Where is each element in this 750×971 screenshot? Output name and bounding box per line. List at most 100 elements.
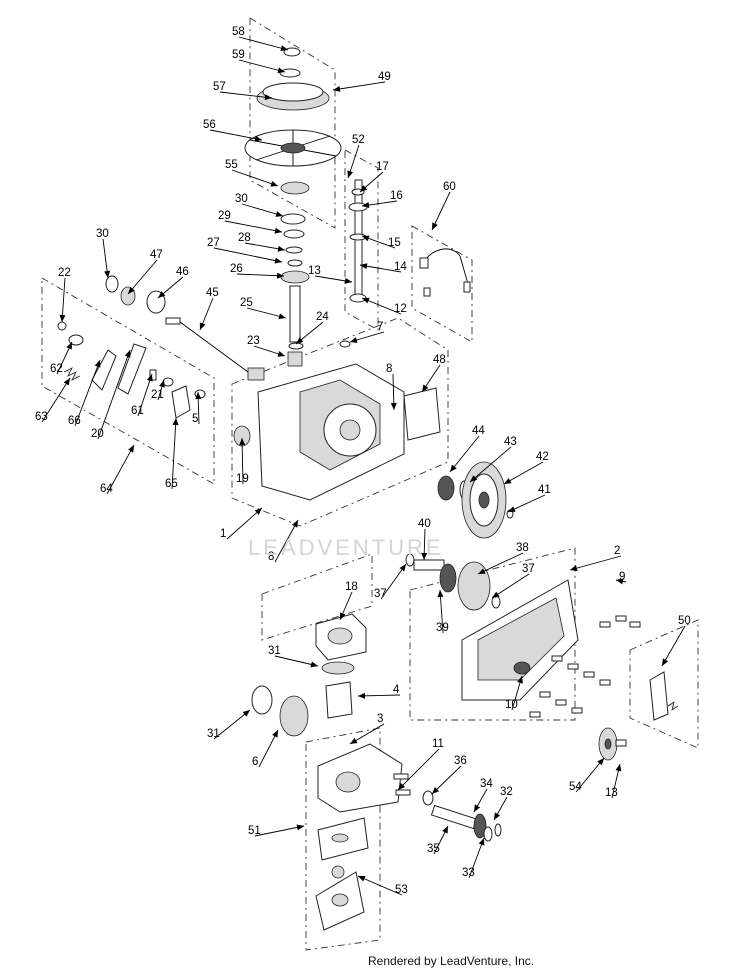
callout-label-61[interactable]: 61 — [131, 405, 144, 417]
callout-label-10[interactable]: 10 — [505, 699, 518, 711]
callout-label-56[interactable]: 56 — [203, 119, 216, 131]
callout-label-8[interactable]: 8 — [386, 363, 392, 375]
arm-66 — [91, 349, 117, 391]
callout-label-30b[interactable]: 30 — [96, 228, 109, 240]
callout-label-21[interactable]: 21 — [151, 389, 164, 401]
callout-arrow-38 — [478, 568, 486, 574]
callout-label-59[interactable]: 59 — [232, 49, 245, 61]
callout-label-39[interactable]: 39 — [436, 622, 449, 634]
callout-arrow-50 — [662, 658, 669, 666]
callout-label-1[interactable]: 1 — [220, 528, 226, 540]
callout-label-26[interactable]: 26 — [230, 263, 243, 275]
callout-label-46[interactable]: 46 — [176, 266, 189, 278]
callout-leader-42 — [503, 461, 544, 485]
callout-label-35[interactable]: 35 — [427, 843, 440, 855]
callout-label-42[interactable]: 42 — [536, 451, 549, 463]
callout-label-4[interactable]: 4 — [393, 684, 400, 696]
callout-arrow-23 — [277, 350, 285, 357]
callout-leader-56 — [209, 129, 263, 141]
callout-label-29[interactable]: 29 — [218, 210, 231, 222]
callout-label-38[interactable]: 38 — [516, 542, 529, 554]
callout-label-13[interactable]: 13 — [308, 265, 321, 277]
callout-label-40[interactable]: 40 — [418, 518, 431, 530]
callout-label-62[interactable]: 62 — [50, 363, 63, 375]
callout-label-58[interactable]: 58 — [232, 26, 245, 38]
callout-label-64[interactable]: 64 — [100, 483, 113, 495]
callout-label-57[interactable]: 57 — [213, 81, 226, 93]
callout-label-49[interactable]: 49 — [378, 71, 391, 83]
callout-label-3[interactable]: 3 — [377, 713, 383, 725]
callout-label-27[interactable]: 27 — [207, 237, 220, 249]
ring-28 — [285, 246, 303, 254]
callout-arrow-32 — [494, 812, 501, 820]
callout-label-19[interactable]: 19 — [236, 473, 249, 485]
callout-label-17[interactable]: 17 — [376, 161, 389, 173]
callout-label-14[interactable]: 14 — [394, 261, 407, 273]
plug-7 — [339, 340, 351, 348]
callout-label-48[interactable]: 48 — [433, 354, 446, 366]
callout-label-54[interactable]: 54 — [569, 781, 582, 793]
callout-label-37b[interactable]: 37 — [374, 588, 387, 600]
callout-leader-39 — [439, 589, 444, 634]
callout-leader-60 — [431, 191, 451, 231]
callout-label-30[interactable]: 30 — [235, 193, 248, 205]
callout-leader-53 — [357, 875, 403, 896]
callout-label-25[interactable]: 25 — [240, 297, 253, 309]
callout-label-34[interactable]: 34 — [480, 778, 493, 790]
callout-label-65[interactable]: 65 — [165, 478, 178, 490]
callout-leader-58 — [238, 36, 289, 51]
callout-label-44[interactable]: 44 — [472, 425, 485, 437]
callout-arrow-8 — [390, 402, 397, 410]
callout-label-8b[interactable]: 8 — [268, 551, 274, 563]
callout-label-13b[interactable]: 13 — [605, 787, 618, 799]
callout-label-37[interactable]: 37 — [522, 563, 535, 575]
callout-label-63[interactable]: 63 — [35, 411, 48, 423]
callout-label-28[interactable]: 28 — [238, 232, 251, 244]
callout-label-33[interactable]: 33 — [462, 867, 475, 879]
callout-label-22[interactable]: 22 — [58, 267, 71, 279]
callout-label-51[interactable]: 51 — [248, 825, 261, 837]
callout-label-50[interactable]: 50 — [678, 615, 691, 627]
callout-label-31[interactable]: 31 — [268, 645, 281, 657]
callout-label-11[interactable]: 11 — [432, 738, 444, 750]
callout-label-36[interactable]: 36 — [454, 755, 467, 767]
callout-leader-31b — [213, 709, 251, 740]
callout-label-60[interactable]: 60 — [443, 181, 456, 193]
callout-label-9[interactable]: 9 — [619, 571, 625, 583]
callout-label-23[interactable]: 23 — [247, 335, 260, 347]
callout-arrow-49 — [333, 85, 341, 92]
callout-label-52[interactable]: 52 — [352, 134, 365, 146]
callout-arrow-22 — [59, 314, 66, 322]
callout-label-66[interactable]: 66 — [68, 415, 81, 427]
callout-label-41[interactable]: 41 — [538, 484, 551, 496]
callout-label-7[interactable]: 7 — [377, 321, 383, 333]
callout-label-20[interactable]: 20 — [91, 428, 104, 440]
callout-label-15[interactable]: 15 — [388, 237, 401, 249]
callout-label-5[interactable]: 5 — [192, 413, 198, 425]
callout-leader-27 — [213, 247, 283, 263]
callout-arrow-18 — [340, 612, 346, 620]
callout-label-43[interactable]: 43 — [504, 436, 517, 448]
callout-label-53[interactable]: 53 — [395, 884, 408, 896]
callout-label-45[interactable]: 45 — [206, 287, 219, 299]
callout-label-55[interactable]: 55 — [225, 159, 238, 171]
callout-label-18[interactable]: 18 — [345, 581, 358, 593]
callout-arrow-10 — [517, 676, 523, 684]
callout-label-32[interactable]: 32 — [500, 786, 513, 798]
callout-label-24[interactable]: 24 — [316, 311, 329, 323]
callout-label-16[interactable]: 16 — [390, 190, 403, 202]
callout-label-47[interactable]: 47 — [150, 249, 163, 261]
key-45 — [165, 317, 181, 325]
callout-leader-11 — [397, 748, 440, 791]
callout-arrow-42 — [504, 477, 512, 484]
callout-label-6[interactable]: 6 — [252, 756, 258, 768]
callout-arrow-25 — [278, 313, 286, 320]
callout-arrow-56 — [254, 135, 262, 142]
callout-leader-26 — [236, 273, 285, 277]
callout-leader-20 — [97, 349, 131, 440]
gear-38 — [457, 561, 491, 611]
callout-arrow-46 — [158, 291, 166, 298]
callout-label-12[interactable]: 12 — [394, 303, 407, 315]
callout-label-2[interactable]: 2 — [614, 545, 620, 557]
callout-label-31b[interactable]: 31 — [207, 728, 220, 740]
